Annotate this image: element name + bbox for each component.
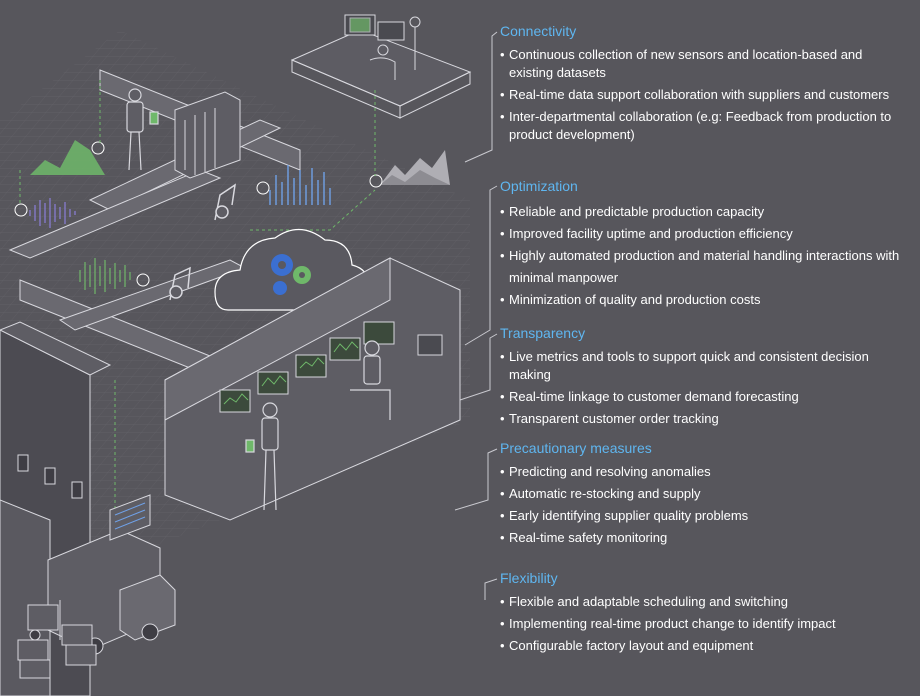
purple-waveform	[29, 198, 76, 228]
transparency-heading: Transparency	[500, 325, 586, 341]
transparency-section: Transparency Live metrics and tools to s…	[500, 324, 910, 432]
truck-icon	[47, 529, 176, 655]
list-item: Implementing real-time product change to…	[500, 615, 910, 633]
inventory-scanner	[109, 494, 151, 541]
optimization-section: Optimization Reliable and predictable pr…	[500, 177, 910, 311]
list-item: Predicting and resolving anomalies	[500, 463, 910, 481]
worker-with-tablet	[126, 88, 159, 171]
green-area-chart	[30, 140, 105, 175]
precautionary-measures-section: Precautionary measures Predicting and re…	[500, 439, 910, 551]
list-item: Configurable factory layout and equipmen…	[500, 637, 910, 655]
optimization-list: Reliable and predictable production capa…	[500, 201, 910, 311]
network-dashed-lines	[19, 80, 376, 520]
flexibility-heading: Flexibility	[500, 570, 558, 586]
monitoring-office	[290, 14, 472, 119]
list-item: Highly automated production and material…	[500, 245, 910, 289]
wifi-icon	[14, 141, 383, 532]
connectivity-heading: Connectivity	[500, 23, 577, 39]
flexibility-section: Flexibility Flexible and adaptable sched…	[500, 569, 910, 659]
list-item: Automatic re-stocking and supply	[500, 485, 910, 503]
list-item: Live metrics and tools to support quick …	[500, 348, 910, 384]
list-item: Improved facility uptime and production …	[500, 223, 910, 245]
operators	[245, 340, 391, 511]
list-item: Transparent customer order tracking	[500, 410, 910, 428]
list-item: Flexible and adaptable scheduling and sw…	[500, 593, 910, 611]
list-item: Real-time linkage to customer demand for…	[500, 388, 910, 406]
control-room	[164, 257, 461, 521]
list-item: Minimization of quality and production c…	[500, 289, 910, 311]
list-item: Inter-departmental collaboration (e.g: F…	[500, 108, 910, 144]
blue-bar-waveform	[269, 165, 331, 205]
flexibility-list: Flexible and adaptable scheduling and sw…	[500, 593, 910, 655]
list-item: Real-time data support collaboration wit…	[500, 86, 910, 104]
optimization-heading: Optimization	[500, 178, 578, 194]
gears-icon	[271, 254, 311, 295]
list-item: Real-time safety monitoring	[500, 529, 910, 547]
green-waveform	[79, 258, 131, 294]
connectivity-list: Continuous collection of new sensors and…	[500, 46, 910, 144]
robot-arm-icon	[169, 183, 236, 301]
transparency-list: Live metrics and tools to support quick …	[500, 348, 910, 428]
grey-area-chart	[380, 150, 450, 185]
forklift-icon	[17, 600, 97, 679]
list-item: Reliable and predictable production capa…	[500, 201, 910, 223]
list-item: Continuous collection of new sensors and…	[500, 46, 910, 82]
precautionary-measures-heading: Precautionary measures	[500, 440, 652, 456]
section-connector-lines	[454, 31, 498, 600]
assembly-machine	[174, 91, 241, 179]
precautionary-measures-list: Predicting and resolving anomalies Autom…	[500, 463, 910, 547]
connectivity-section: Connectivity Continuous collection of ne…	[500, 22, 910, 148]
list-item: Early identifying supplier quality probl…	[500, 507, 910, 525]
